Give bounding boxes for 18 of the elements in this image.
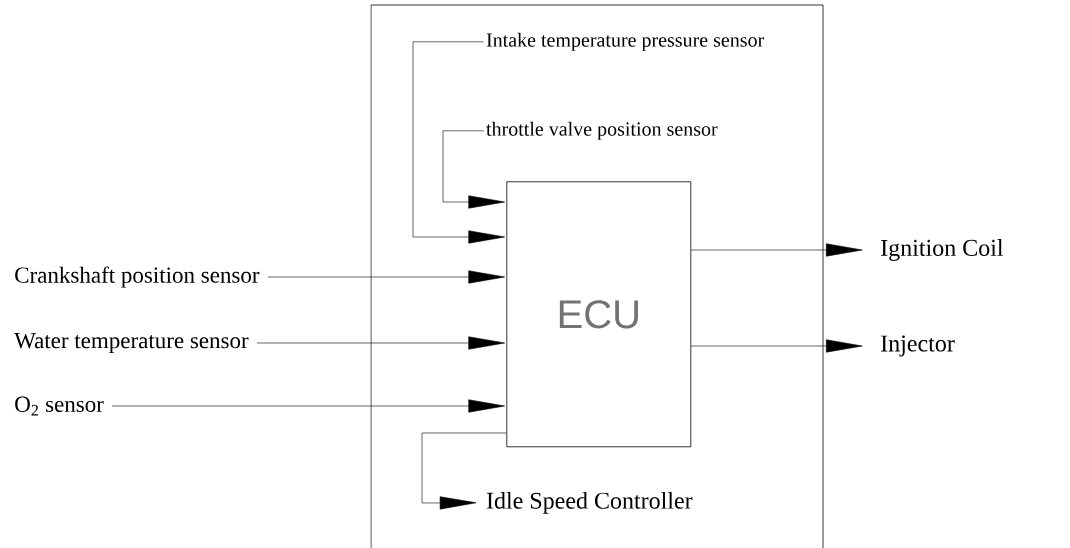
frame bbox=[370, 4, 824, 548]
label: O$_{2}$ sensor bbox=[15, 396, 104, 416]
arrow bbox=[267, 270, 505, 284]
arrow bbox=[690, 339, 863, 353]
arrow bbox=[690, 243, 863, 257]
label: Crankshaft position sensor bbox=[15, 266, 260, 288]
ecu-box: ECU bbox=[506, 181, 692, 448]
label: Ignition Coil bbox=[881, 239, 1004, 261]
label: Idle Speed Controller bbox=[486, 491, 693, 514]
arrow bbox=[412, 41, 505, 244]
arrow bbox=[442, 130, 505, 209]
arrow bbox=[111, 399, 505, 413]
label: Water temperature sensor bbox=[14, 333, 249, 353]
label: Injector bbox=[881, 335, 955, 357]
label: Intake temperature pressure sensor bbox=[486, 32, 765, 51]
arrow bbox=[421, 432, 507, 510]
arrow bbox=[256, 336, 505, 350]
label: throttle valve position sensor bbox=[486, 121, 718, 140]
